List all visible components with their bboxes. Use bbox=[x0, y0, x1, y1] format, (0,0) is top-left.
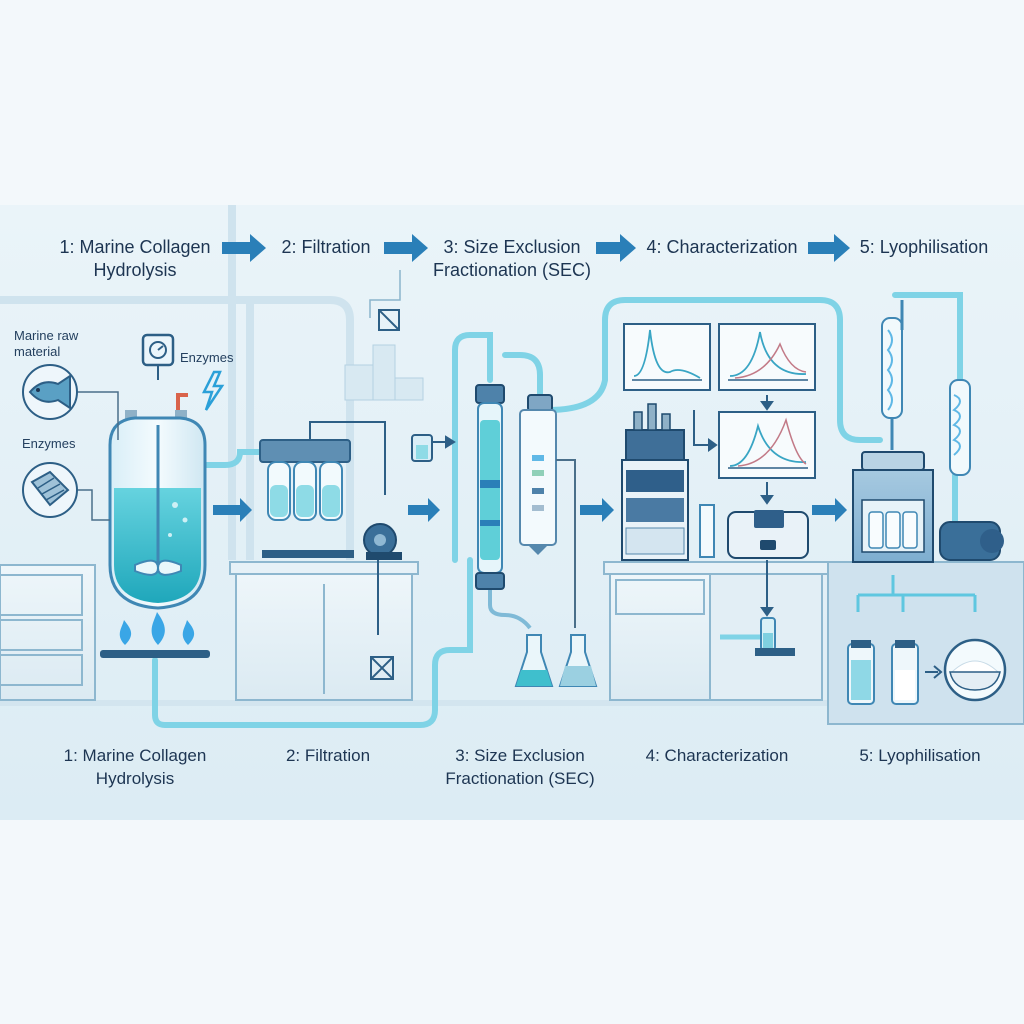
step-title-bottom-4: 4: Characterization bbox=[636, 744, 798, 767]
raw-material-label: Marine raw material bbox=[14, 328, 79, 359]
step-title-top-1-line2: Hydrolysis bbox=[93, 260, 177, 280]
step-title-bottom-4-line1: 4: Characterization bbox=[645, 746, 789, 765]
filtration-unit bbox=[259, 421, 402, 635]
vial-to-bowl-arrow bbox=[925, 665, 943, 679]
step-title-bottom-3-line2: Fractionation (SEC) bbox=[445, 769, 595, 788]
step-title-top-5: 5: Lyophilisation bbox=[852, 236, 996, 259]
callout-leaders bbox=[75, 391, 119, 521]
step-title-top-1: 1: Marine Collagen Hydrolysis bbox=[50, 236, 220, 282]
step-title-bottom-2-line1: 2: Filtration bbox=[285, 746, 371, 765]
step-title-top-5-line1: 5: Lyophilisation bbox=[859, 237, 989, 257]
product-vials bbox=[847, 575, 977, 705]
step-title-top-4-line1: 4: Characterization bbox=[646, 237, 798, 257]
sec-columns bbox=[411, 384, 576, 630]
step-title-top-2: 2: Filtration bbox=[268, 236, 384, 259]
waste-bin-icon bbox=[370, 309, 400, 680]
collection-flasks bbox=[514, 634, 598, 687]
chart-panels bbox=[623, 323, 816, 479]
fish-icon bbox=[22, 364, 78, 420]
step-title-bottom-5: 5: Lyophilisation bbox=[848, 744, 992, 767]
step-title-bottom-3-line1: 3: Size Exclusion bbox=[455, 746, 585, 765]
gauge-icon bbox=[141, 333, 175, 380]
condenser bbox=[881, 300, 971, 476]
benches bbox=[0, 561, 1024, 725]
feed-arrow bbox=[432, 435, 456, 449]
spectrometer bbox=[727, 510, 809, 559]
hplc-instrument bbox=[621, 403, 715, 561]
background-pipes bbox=[0, 205, 354, 560]
mid-flow-arrows bbox=[213, 498, 847, 522]
lightning-icon bbox=[201, 370, 225, 411]
flame-icon bbox=[119, 612, 195, 645]
step-title-top-3-line2: Fractionation (SEC) bbox=[432, 260, 592, 280]
step-title-top-1-line1: 1: Marine Collagen bbox=[59, 237, 211, 257]
enzymes-left-label: Enzymes bbox=[22, 436, 76, 451]
step-title-top-3: 3: Size Exclusion Fractionation (SEC) bbox=[428, 236, 596, 282]
step-title-bottom-3: 3: Size Exclusion Fractionation (SEC) bbox=[437, 744, 603, 790]
freeze-dryer bbox=[852, 451, 1004, 563]
floor bbox=[0, 700, 1024, 706]
step-title-top-2-line1: 2: Filtration bbox=[281, 237, 371, 257]
powder-bowl-icon bbox=[943, 638, 1007, 702]
enzymes-top-label: Enzymes bbox=[180, 350, 234, 365]
enzyme-sachet-icon bbox=[22, 462, 78, 518]
step-title-bottom-5-line1: 5: Lyophilisation bbox=[859, 746, 981, 765]
step-title-bottom-1: 1: Marine Collagen Hydrolysis bbox=[55, 744, 215, 790]
fraction-bars-ghost bbox=[344, 344, 424, 401]
sample-vial bbox=[720, 617, 795, 656]
step-title-bottom-1-line2: Hydrolysis bbox=[95, 769, 175, 788]
step-title-top-4: 4: Characterization bbox=[638, 236, 806, 259]
main-pipes bbox=[152, 292, 963, 728]
step-title-bottom-1-line1: 1: Marine Collagen bbox=[63, 746, 207, 765]
step-title-bottom-2: 2: Filtration bbox=[270, 744, 386, 767]
header-arrows bbox=[222, 234, 850, 262]
hydrolysis-reactor bbox=[100, 393, 210, 658]
char-arrows bbox=[693, 395, 774, 617]
step-title-top-3-line1: 3: Size Exclusion bbox=[443, 237, 581, 257]
ghost-connector bbox=[369, 270, 401, 318]
